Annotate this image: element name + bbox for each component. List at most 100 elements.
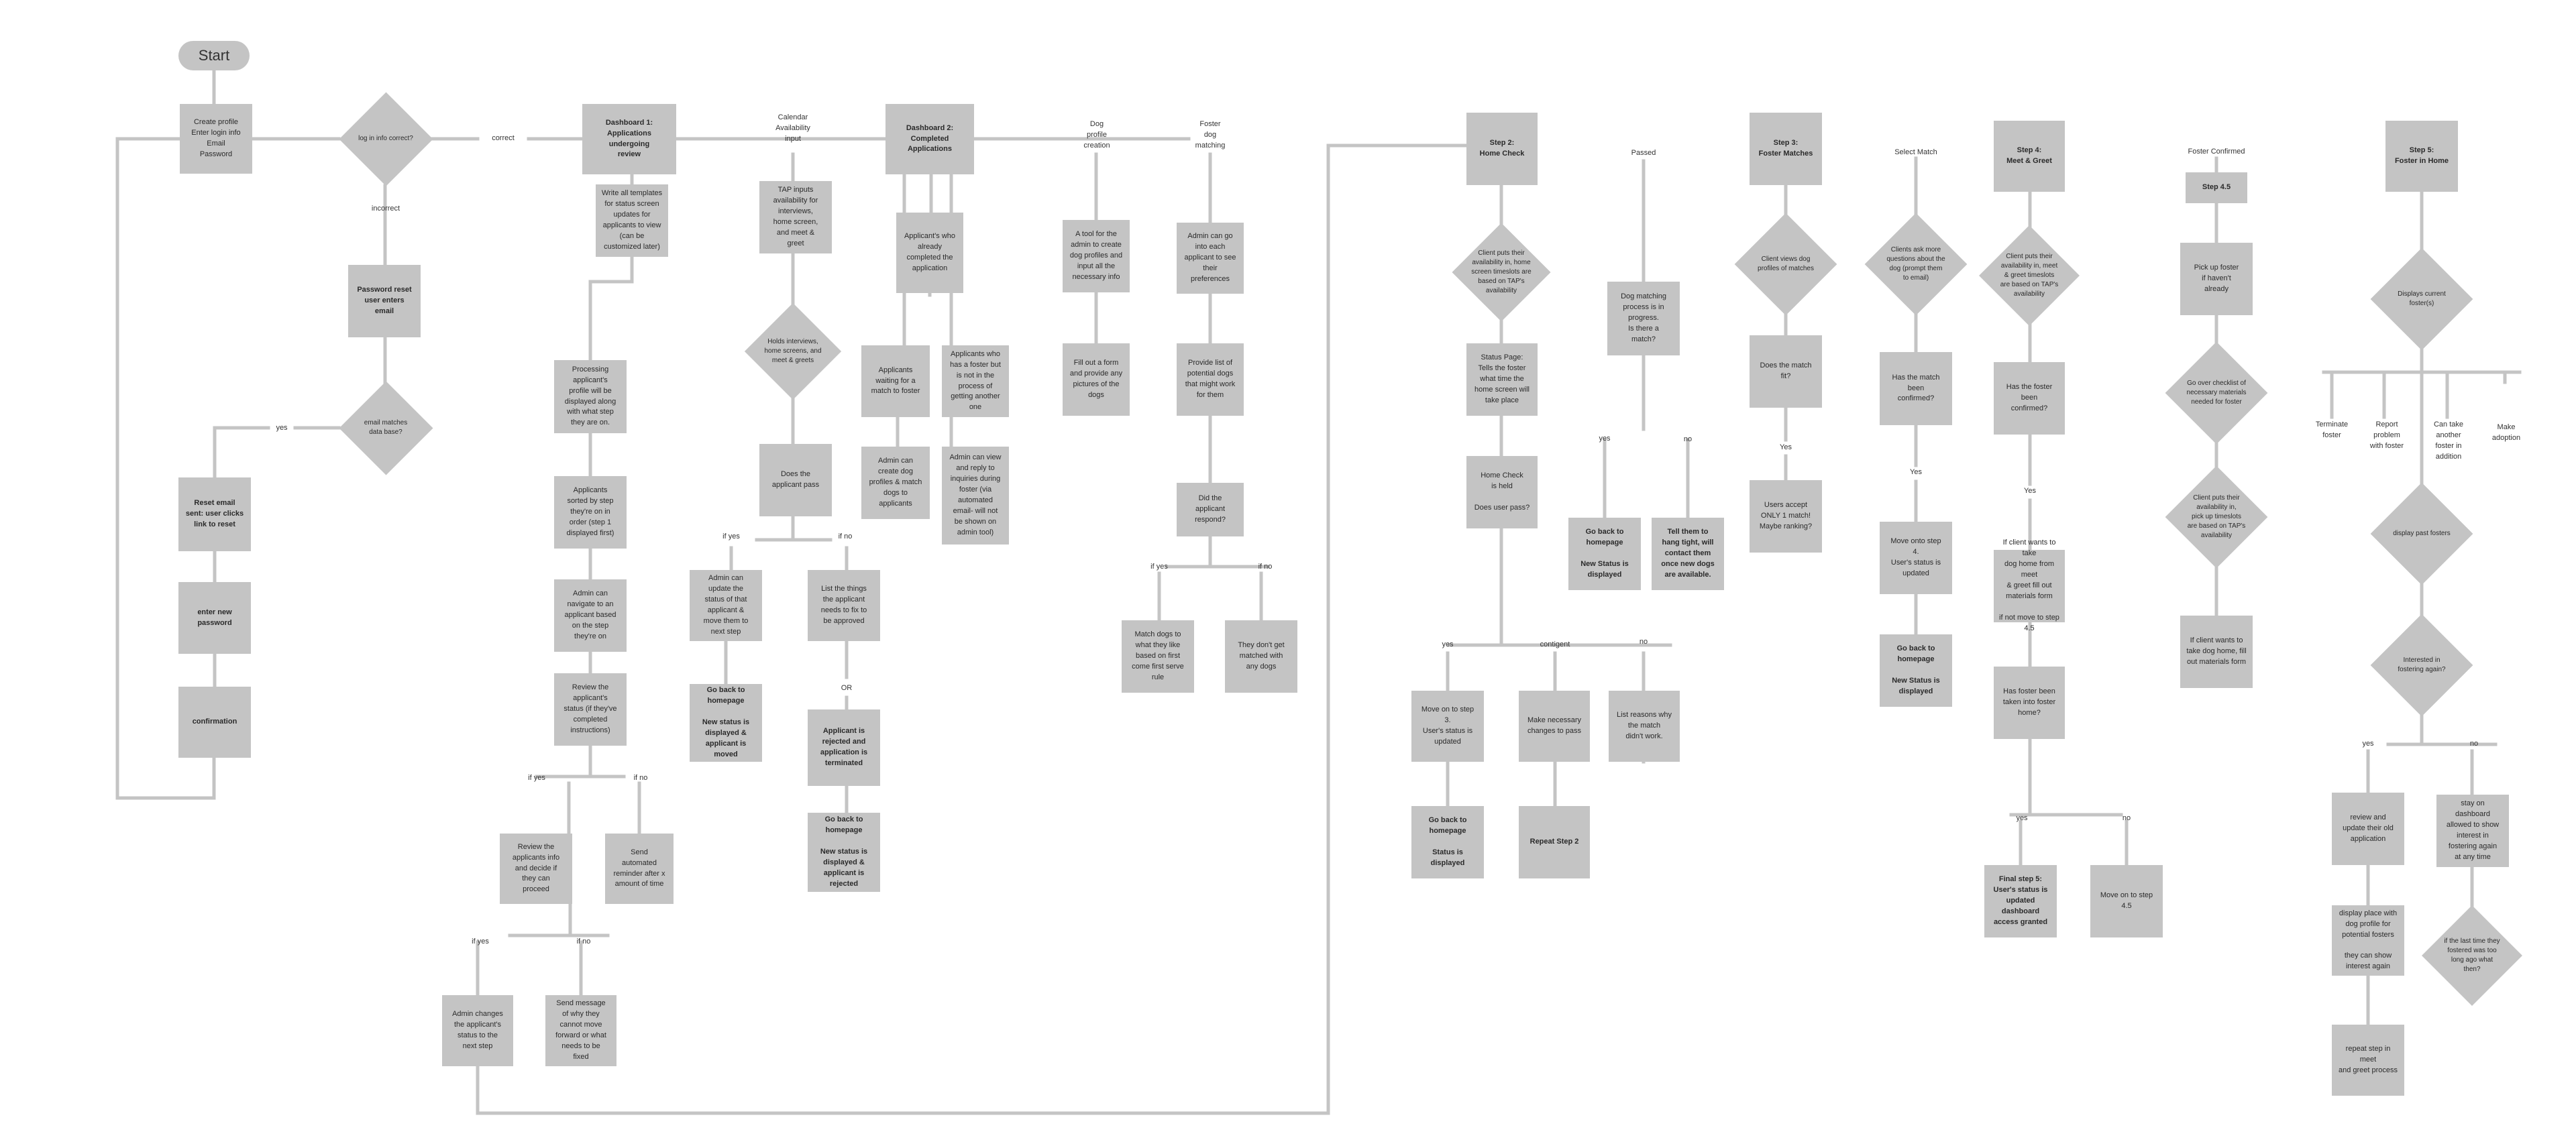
has-foster-box: Applicants who has a foster but is not i… [942,345,1009,417]
already-completed-box: Applicant's who already completed the ap… [896,213,963,293]
step4-meet-greet-box: Step 4: Meet & Greet [1994,121,2065,192]
status-page-box: Status Page: Tells the foster what time … [1466,343,1538,416]
enter-new-password-box: enter new password [178,582,251,654]
dashboard2-box: Dashboard 2: Completed Applications [885,104,974,174]
make-adoption-label: Make adoption [2491,423,2521,442]
move-on-step3-box: Move on to step 3. User's status is upda… [1411,691,1484,762]
clients-ask-decision: Clients ask more questions about the dog… [1864,213,1968,316]
repeat-step2-box: Repeat Step 2 [1519,806,1590,878]
step5-foster-home-box: Step 5: Foster in Home [2385,121,2458,192]
yes-taken-label: yes [2016,814,2028,822]
processing-profile-box: Processing applicant's profile will be d… [554,360,627,433]
go-back-step2-box: Go back to homepage Status is displayed [1411,806,1484,878]
send-message-box: Send message of why they cannot move for… [545,995,616,1066]
checklist-decision: Go over checklist of necessary materials… [2165,341,2268,445]
step45-box: Step 4.5 [2186,172,2247,203]
review-status-box: Review the applicant's status (if they'v… [554,673,627,746]
client-materials-box: If client wants to take dog home, fill o… [2180,616,2253,688]
yes-home-label: yes [1442,640,1454,648]
if-no-info-label: if no [576,937,591,946]
yes-foster-confirmed-label: Yes [2024,487,2036,495]
confirmation-box: confirmation [178,687,251,758]
login-correct-decision: log in info correct? [338,91,433,186]
pick-up-foster-box: Pick up foster if haven't already [2180,243,2253,315]
tool-dog-profiles-box: A tool for the admin to create dog profi… [1063,220,1130,292]
step2-home-check-box: Step 2: Home Check [1466,113,1538,185]
password-reset-box: Password reset user enters email [348,265,421,337]
go-back-moved-box: Go back to homepage New status is displa… [690,684,762,762]
match-dogs-box: Match dogs to what they like based on fi… [1122,620,1194,693]
if-yes-respond-label: if yes [1150,563,1168,571]
go-back-rejected-box: Go back to homepage New status is displa… [808,813,880,892]
no-home-label: no [1639,638,1648,646]
holds-interviews-decision: Holds interviews, home screens, and meet… [744,302,842,400]
dog-profile-creation-label: Dog profile creation [1083,120,1110,150]
take-another-label: Can take another foster in addition [2433,420,2464,461]
write-templates-box: Write all templates for status screen up… [596,184,668,257]
yes-confirmed-label: Yes [1910,468,1922,476]
move-on-step45-box: Move on to step 4.5 [2090,865,2163,937]
did-respond-box: Did the applicant respond? [1177,483,1244,536]
admin-navigate-box: Admin can navigate to an applicant based… [554,579,627,652]
tap-inputs-box: TAP inputs availability for interviews, … [759,181,832,253]
foster-taken-home-box: Has foster been taken into foster home? [1994,667,2065,739]
review-info-box: Review the applicants info and decide if… [500,834,572,904]
interested-again-decision: Interested in fostering again? [2370,614,2473,717]
start-node: Start [178,41,250,70]
tell-hang-tight-box: Tell them to hang tight, will contact th… [1652,518,1724,590]
if-no-review-label: if no [633,774,648,782]
list-things-box: List the things the applicant needs to f… [808,570,880,641]
rejected-terminated-box: Applicant is rejected and application is… [808,709,880,786]
client-wants-take-box: If client wants to take dog home from me… [1994,538,2065,632]
view-reply-box: Admin can view and reply to inquiries du… [942,447,1009,545]
match-confirmed-box: Has the match been confirmed? [1880,352,1952,425]
make-changes-box: Make necessary changes to pass [1519,691,1590,762]
foster-dog-matching-label: Foster dog matching [1195,120,1226,150]
review-update-box: review and update their old application [2332,793,2404,865]
go-back-new-status-box: Go back to homepage New Status is displa… [1568,518,1641,590]
correct-label: correct [492,134,515,142]
if-yes-info-label: if yes [472,937,489,946]
final-step-box: Final step 5: User's status is updated d… [1984,865,2057,937]
if-yes-pass-label: if yes [722,532,740,540]
users-accept-box: Users accept ONLY 1 match! Maybe ranking… [1750,480,1822,553]
dont-get-matched-box: They don't get matched with any dogs [1225,620,1297,693]
dog-matching-progress-box: Dog matching process is in progress. Is … [1607,282,1680,355]
foster-confirmed-question-box: Has the foster been confirmed? [1994,362,2065,435]
no-match-label: no [1683,435,1693,443]
contigent-label: contigent [1540,640,1570,648]
move-onto-step4-box: Move onto step 4. User's status is updat… [1880,522,1952,594]
calendar-availability-label: Calendar Availability input [775,113,810,143]
waiting-foster-box: Applicants waiting for a match to foster [861,345,930,417]
incorrect-label: incorrect [371,205,400,213]
yes-interested-label: yes [2362,740,2374,748]
client-views-profiles-decision: Client views dog profiles of matches [1734,213,1837,316]
foster-confirmed-label: Foster Confirmed [2188,148,2245,156]
send-reminder-box: Send automated reminder after x amount o… [605,834,674,904]
reset-email-box: Reset email sent: user clicks link to re… [178,477,251,551]
last-time-decision: if the last time they fostered was too l… [2422,905,2522,1006]
admin-go-into-box: Admin can go into each applicant to see … [1177,223,1244,294]
select-match-label: Select Match [1894,148,1937,156]
email-matches-decision: email matches data base? [338,380,433,475]
displays-current-decision: Displays current foster(s) [2370,247,2473,351]
admin-update-status-box: Admin can update the status of that appl… [690,570,762,641]
display-place-box: display place with dog profile for poten… [2332,905,2404,976]
go-back-step3-box: Go back to homepage New Status is displa… [1880,634,1952,707]
stay-on-dashboard-box: stay on dashboard allowed to show intere… [2436,795,2509,867]
client-availability-decision: Client puts their availability in, home … [1452,223,1551,322]
yes-fit-label: Yes [1780,443,1792,451]
step3-foster-matches-box: Step 3: Foster Matches [1750,113,1822,185]
list-reasons-box: List reasons why the match didn't work. [1609,691,1680,762]
passed-label: Passed [1631,149,1656,157]
if-yes-review-label: if yes [528,774,545,782]
fill-form-box: Fill out a form and provide any pictures… [1063,343,1130,416]
create-dog-profiles-box: Admin can create dog profiles & match do… [861,447,930,519]
does-match-fit-box: Does the match fit? [1750,335,1822,408]
dashboard1-box: Dashboard 1: Applications undergoing rev… [582,104,676,174]
admin-changes-box: Admin changes the applicant's status to … [442,995,513,1066]
yes-email-label: yes [276,424,288,432]
if-no-respond-label: if no [1258,563,1273,571]
